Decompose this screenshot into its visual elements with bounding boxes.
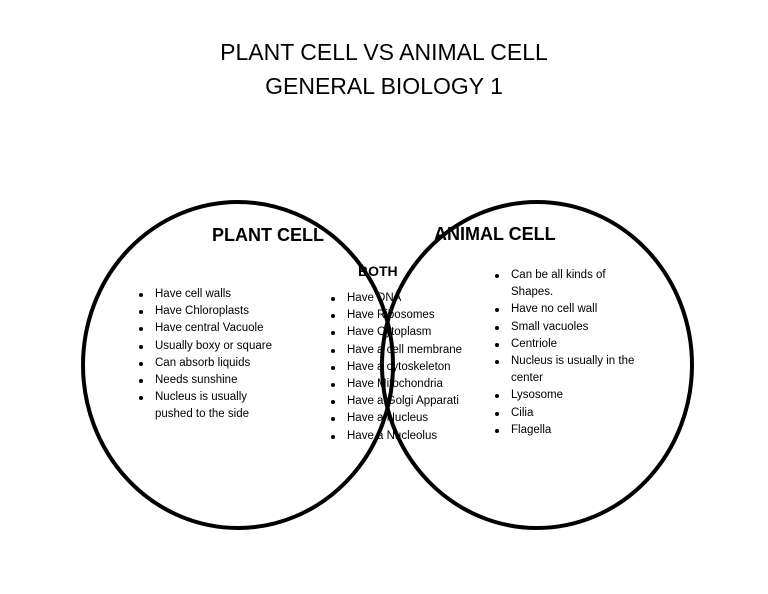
- list-item: Have a Nucleolus: [329, 428, 489, 445]
- list-item: Have Ribosomes: [329, 307, 489, 324]
- list-item: Have no cell wall: [493, 301, 658, 318]
- list-item: Have a cell membrane: [329, 342, 489, 359]
- plant-cell-heading: PLANT CELL: [212, 225, 324, 245]
- list-item: Centriole: [493, 336, 658, 353]
- animal-cell-heading: ANIMAL CELL: [434, 224, 556, 244]
- animal-cell-circle: [380, 200, 694, 530]
- list-item: Have Chloroplasts: [137, 303, 292, 320]
- list-item: Have a Golgi Apparati: [329, 393, 489, 410]
- list-item: Have a Nucleus: [329, 410, 489, 427]
- list-item: Have a cytoskeleton: [329, 359, 489, 376]
- list-item: Have Mitochondria: [329, 376, 489, 393]
- list-item: Nucleus is usually pushed to the side: [137, 389, 275, 423]
- title-line-1: PLANT CELL VS ANIMAL CELL: [220, 39, 548, 65]
- list-item: Small vacuoles: [493, 319, 658, 336]
- list-item: Needs sunshine: [137, 372, 292, 389]
- list-item: Have central Vacuole: [137, 320, 292, 337]
- list-item: Cilia: [493, 405, 658, 422]
- list-item: Have cell walls: [137, 286, 292, 303]
- plant-cell-list: Have cell walls Have Chloroplasts Have c…: [137, 286, 292, 424]
- list-item: Nucleus is usually in the center: [493, 353, 651, 387]
- both-heading: BOTH: [358, 263, 398, 279]
- list-item: Flagella: [493, 422, 658, 439]
- both-list: Have DNA Have Ribosomes Have Cytoplasm H…: [329, 290, 489, 445]
- list-item: Have DNA: [329, 290, 489, 307]
- title-line-2: GENERAL BIOLOGY 1: [265, 73, 503, 99]
- animal-cell-list: Can be all kinds of Shapes. Have no cell…: [493, 267, 658, 439]
- list-item: Can absorb liquids: [137, 355, 292, 372]
- plant-cell-circle: [81, 200, 395, 530]
- list-item: Have Cytoplasm: [329, 324, 489, 341]
- list-item: Lysosome: [493, 387, 658, 404]
- list-item: Usually boxy or square: [137, 338, 292, 355]
- list-item: Can be all kinds of Shapes.: [493, 267, 623, 301]
